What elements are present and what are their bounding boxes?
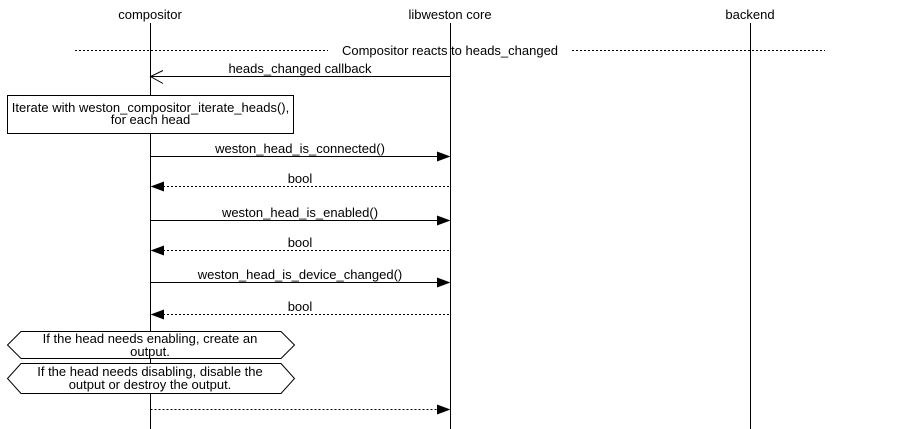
filled-arrowhead-left-icon: [150, 181, 164, 192]
message-label-bool-1: bool: [287, 171, 313, 186]
filled-arrowhead-right-icon: [437, 151, 451, 162]
participant-backend: backend: [725, 7, 775, 22]
open-arrowhead-left-icon: [149, 70, 164, 84]
message-label-weston-head-is-device-changed: weston_head_is_device_changed(): [197, 267, 403, 282]
divider-label: Compositor reacts to heads_changed: [341, 43, 559, 58]
filled-arrowhead-left-icon: [150, 245, 164, 256]
note-enabling-text: If the head needs enabling, create an ou…: [42, 330, 258, 359]
message-label-bool-2: bool: [287, 235, 313, 250]
note-box-iterate: [7, 95, 294, 134]
hexagon-note-enabling: [6, 331, 296, 359]
message-label-heads-changed-callback: heads_changed callback: [228, 61, 372, 76]
message-label-weston-head-is-connected: weston_head_is_connected(): [215, 141, 385, 156]
filled-arrowhead-right-icon: [437, 215, 451, 226]
message-label-weston-head-is-enabled: weston_head_is_enabled(): [221, 205, 379, 220]
note-disabling-text: If the head needs disabling, disable the…: [37, 364, 263, 392]
hexagon-note-disabling: [6, 363, 296, 394]
filled-arrowhead-right-icon: [437, 404, 451, 415]
filled-arrowhead-left-icon: [150, 309, 164, 320]
filled-arrowhead-right-icon: [437, 277, 451, 288]
message-label-bool-3: bool: [287, 299, 313, 314]
participant-compositor: compositor: [118, 7, 182, 22]
note-iterate-text: Iterate with weston_compositor_iterate_h…: [11, 99, 290, 127]
participant-libweston-core: libweston core: [408, 7, 492, 22]
